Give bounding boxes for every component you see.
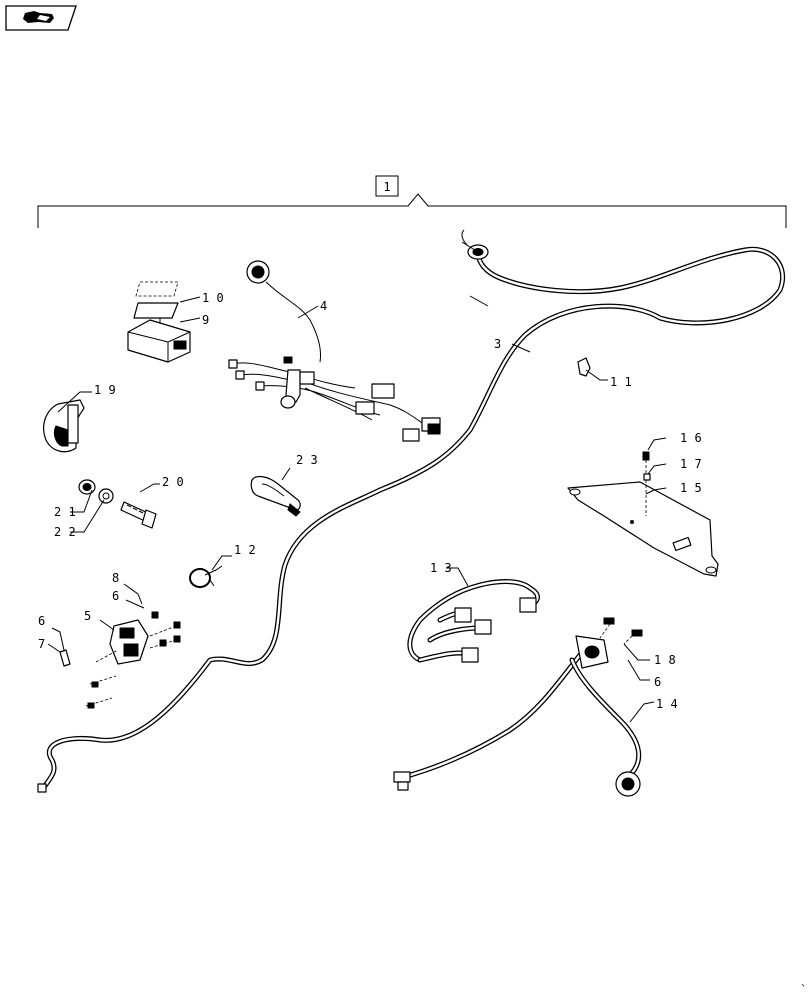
callout-6c: 6	[654, 675, 661, 689]
callout-8: 8	[112, 571, 119, 585]
callout-14: 1 4	[656, 697, 678, 711]
corner-mark: `	[800, 983, 807, 997]
small-connector	[577, 357, 591, 377]
callout-16: 1 6	[680, 431, 702, 445]
bolt-set	[78, 479, 157, 529]
callout-12: 1 2	[234, 543, 256, 557]
callout-6a: 6	[112, 589, 119, 603]
callout-11: 1 1	[610, 375, 632, 389]
sub-harness	[228, 260, 441, 442]
callout-21: 2 1	[54, 505, 76, 519]
connector-harness	[407, 579, 540, 663]
callout-13: 1 3	[430, 561, 452, 575]
callout-20: 2 0	[162, 475, 184, 489]
callout-17: 1 7	[680, 457, 702, 471]
callout-23: 2 3	[296, 453, 318, 467]
callout-19: 1 9	[94, 383, 116, 397]
callout-22: 2 2	[54, 525, 76, 539]
main-harness	[37, 229, 785, 793]
navigation-button[interactable]	[5, 5, 77, 31]
small-bracket-assembly	[59, 611, 181, 709]
grommet-tie	[250, 475, 301, 517]
assembly-reference: 1	[383, 180, 390, 194]
mounting-bracket	[567, 451, 719, 577]
p-clamp	[43, 399, 85, 453]
callout-5: 5	[84, 609, 91, 623]
tie-strap	[189, 565, 223, 588]
leader-lines	[47, 241, 667, 723]
callout-4: 4	[320, 299, 327, 313]
module-box	[127, 281, 191, 363]
callouts: 3 4 5 6 6 6 7 8 9 1 0 1 1 1 2 1 3 1 4 1 …	[38, 291, 702, 711]
callout-18: 1 8	[654, 653, 676, 667]
callout-10: 1 0	[202, 291, 224, 305]
callout-7: 7	[38, 637, 45, 651]
bulkhead-harness	[393, 617, 643, 797]
arrow-icon	[23, 11, 54, 23]
callout-3: 3	[494, 337, 501, 351]
callout-9: 9	[202, 313, 209, 327]
callout-15: 1 5	[680, 481, 702, 495]
assembly-bracket: 1	[37, 175, 787, 228]
callout-6b: 6	[38, 614, 45, 628]
